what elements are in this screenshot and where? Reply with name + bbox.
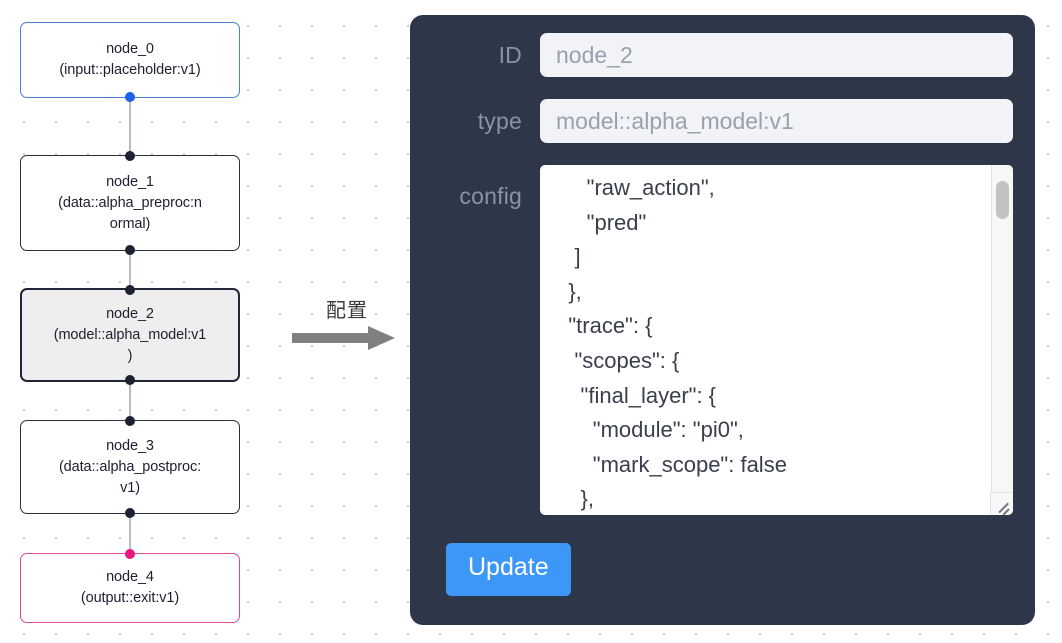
node-subtitle: (output::exit:v1): [80, 590, 180, 606]
config-textarea-wrapper: "raw_action", "pred" ] }, "trace": { "sc…: [540, 165, 1013, 515]
node-subtitle: (input::placeholder:v1): [59, 62, 201, 78]
node-subtitle-line2: v1): [120, 479, 140, 496]
node-subtitle-line2: ): [127, 347, 133, 364]
config-textarea[interactable]: "raw_action", "pred" ] }, "trace": { "sc…: [540, 165, 1013, 515]
resize-grip-icon[interactable]: [990, 492, 1013, 515]
config-scrollbar[interactable]: [991, 165, 1013, 493]
config-label: config: [459, 183, 522, 209]
id-input[interactable]: [540, 33, 1013, 77]
node-title: node_3: [106, 437, 154, 454]
node-title: node_2: [106, 305, 154, 322]
node-title: node_4: [106, 569, 154, 585]
node-subtitle-line1: (model::alpha_model:v1: [53, 326, 207, 343]
node-inspector-panel: ID type config "raw_action", "pred" ] },…: [410, 15, 1035, 625]
edge-node3-node4[interactable]: [129, 514, 131, 553]
edge-node2-node3[interactable]: [129, 382, 131, 420]
id-label: ID: [498, 41, 522, 68]
node-handle-source[interactable]: [125, 508, 135, 518]
field-row-config: config "raw_action", "pred" ] }, "trace"…: [428, 165, 1013, 515]
graph-node-node_0[interactable]: node_0 (input::placeholder:v1): [20, 22, 240, 102]
node-handle-source[interactable]: [125, 375, 135, 385]
graph-node-node_2[interactable]: node_2 (model::alpha_model:v1 ): [20, 285, 240, 385]
node-title: node_1: [106, 173, 154, 190]
edge-node1-node2[interactable]: [129, 251, 131, 288]
type-input[interactable]: [540, 99, 1013, 143]
node-subtitle-line2: ormal): [109, 215, 151, 232]
node-handle-source[interactable]: [125, 92, 135, 102]
annotation-group: 配置: [292, 298, 402, 351]
right-arrow-icon: [292, 326, 395, 350]
field-row-type: type: [428, 99, 1013, 143]
node-handle-target[interactable]: [125, 151, 135, 161]
field-row-id: ID: [428, 33, 1013, 77]
node-title: node_0: [106, 41, 154, 57]
node-subtitle-line1: (data::alpha_postproc:: [58, 458, 202, 475]
node-handle-source[interactable]: [125, 245, 135, 255]
node-handle-target[interactable]: [125, 285, 135, 295]
update-button[interactable]: Update: [446, 543, 571, 596]
node-handle-target[interactable]: [125, 549, 135, 559]
annotation-label: 配置: [326, 298, 368, 322]
node-handle-target[interactable]: [125, 416, 135, 426]
node-subtitle-line1: (data::alpha_preproc:n: [58, 194, 202, 211]
graph-node-node_3[interactable]: node_3 (data::alpha_postproc: v1): [20, 416, 240, 518]
config-scrollbar-thumb[interactable]: [996, 181, 1009, 219]
edge-node0-node1[interactable]: [129, 98, 131, 155]
type-label: type: [477, 107, 522, 134]
graph-node-node_4[interactable]: node_4 (output::exit:v1): [20, 549, 240, 623]
graph-node-node_1[interactable]: node_1 (data::alpha_preproc:n ormal): [20, 151, 240, 255]
